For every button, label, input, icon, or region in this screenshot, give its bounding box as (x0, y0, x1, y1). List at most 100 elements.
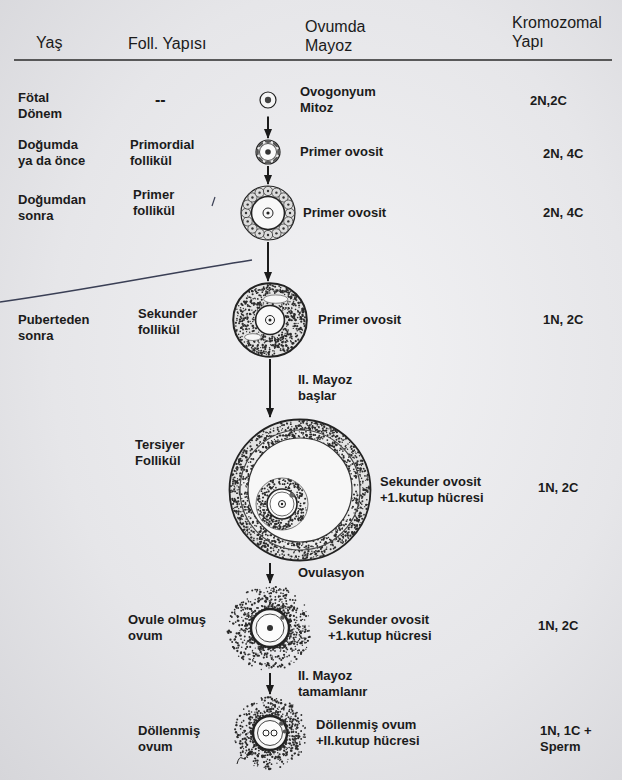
stipple-dot (352, 456, 354, 458)
stipple-dot (310, 435, 312, 437)
stipple-dot (270, 534, 272, 536)
stipple-dot (262, 515, 264, 517)
stipple-dot (277, 337, 278, 338)
stipple-dot (241, 484, 242, 485)
stipple-dot (260, 350, 262, 352)
stipple-dot (306, 423, 308, 425)
stipple-dot (345, 535, 347, 537)
stipple-dot (263, 532, 264, 533)
stipple-dot (335, 436, 336, 437)
stipple-dot (298, 302, 300, 304)
stipple-dot (285, 541, 286, 542)
stipple-dot (291, 426, 292, 427)
stipple-dot (360, 460, 362, 462)
stipple-dot (279, 554, 281, 556)
stipple-dot (239, 463, 241, 465)
stipple-dot (271, 440, 272, 441)
row-label: Foll. Yapısı (128, 34, 238, 53)
stipple-dot (349, 526, 350, 527)
stipple-dot (248, 305, 250, 307)
stipple-dot (245, 309, 247, 311)
stipple-dot (298, 314, 299, 315)
stipple-dot (259, 543, 261, 545)
stipple-dot (300, 422, 302, 424)
stipple-dot (281, 345, 283, 347)
stipple-dot (240, 511, 242, 513)
stipple-dot (241, 327, 243, 329)
stipple-dot (323, 550, 325, 552)
stipple-dot (284, 294, 285, 295)
stipple-dot (298, 486, 300, 488)
stipple-dot (341, 454, 343, 456)
stipple-dot (269, 337, 270, 338)
stipple-dot (268, 288, 270, 290)
stipple-dot (289, 301, 290, 302)
stipple-dot (284, 438, 286, 440)
stipple-dot (300, 311, 301, 312)
stipple-dot (283, 479, 285, 481)
stipple-dot (290, 336, 292, 338)
stipple-dot (267, 523, 269, 525)
stipple-dot (301, 509, 303, 511)
stipple-dot (345, 540, 347, 542)
stipple-dot (264, 503, 266, 505)
stipple-dot (237, 497, 239, 499)
stipple-dot (264, 339, 265, 340)
stipple-dot (300, 495, 302, 497)
stipple-dot (258, 350, 259, 351)
stage-arrow (269, 563, 271, 583)
stipple-dot (272, 354, 274, 356)
stipple-dot (277, 538, 279, 540)
stipple-dot (295, 340, 297, 342)
stipple-dot (355, 472, 357, 474)
stipple-dot (257, 298, 259, 300)
stipple-dot (264, 501, 266, 503)
stipple-dot (234, 499, 236, 501)
stipple-dot (326, 439, 328, 441)
stipple-dot (342, 527, 343, 528)
stipple-dot (298, 304, 300, 306)
stipple-dot (294, 557, 295, 558)
stipple-dot (306, 436, 308, 438)
stipple-dot (266, 485, 268, 487)
stipple-dot (236, 503, 238, 505)
stipple-dot (346, 462, 348, 464)
stipple-dot (342, 439, 344, 441)
row-label: 1N, 1C + Sperm (540, 723, 616, 754)
secondary-follicle (233, 283, 307, 357)
stipple-dot (311, 546, 313, 548)
stipple-dot (246, 346, 248, 348)
stipple-dot (289, 525, 291, 527)
stipple-dot (281, 304, 282, 305)
stipple-dot (353, 532, 354, 533)
stipple-dot (291, 338, 293, 340)
stipple-dot (237, 463, 239, 465)
stipple-dot (266, 291, 268, 293)
stipple-dot (309, 428, 311, 430)
stipple-dot (295, 433, 297, 435)
header-rule (14, 59, 612, 60)
stipple-dot (365, 504, 367, 506)
stipple-dot (261, 534, 263, 536)
stipple-dot (364, 492, 366, 494)
stipple-dot (353, 451, 354, 452)
stipple-dot (361, 463, 363, 465)
stipple-dot (294, 518, 296, 520)
stipple-dot (270, 480, 272, 482)
stipple-dot (264, 494, 266, 496)
stipple-dot (342, 450, 344, 452)
stipple-dot (301, 432, 303, 434)
row-label: Fötal Dönem (18, 90, 78, 121)
stipple-dot (287, 295, 289, 297)
stipple-dot (232, 474, 234, 476)
stipple-dot (269, 517, 271, 519)
stipple-dot (286, 339, 288, 341)
stipple-dot (256, 345, 258, 347)
stipple-dot (242, 332, 244, 334)
stipple-dot (307, 550, 309, 552)
stipple-dot (297, 518, 299, 520)
stipple-dot (318, 435, 320, 437)
stipple-dot (278, 482, 280, 484)
stipple-dot (248, 511, 250, 513)
stipple-dot (304, 427, 306, 429)
